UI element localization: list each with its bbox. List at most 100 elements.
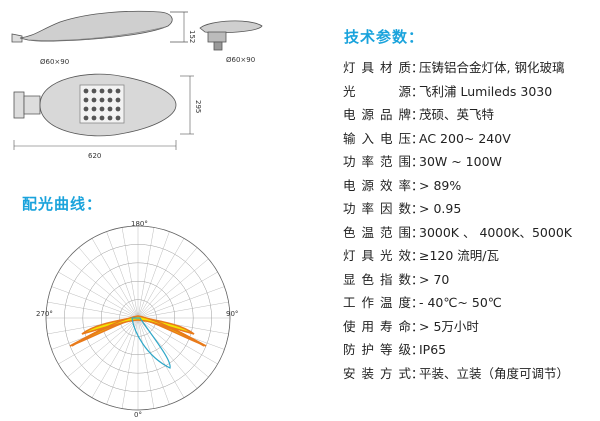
spec-value: 飞利浦 Lumileds 3030 bbox=[419, 83, 553, 99]
spec-label: 功率范围 bbox=[343, 154, 411, 169]
spec-row: 显色指数：> 70 bbox=[343, 268, 595, 292]
distribution-curve-main bbox=[71, 315, 205, 347]
spec-row: 光 源：飞利浦 Lumileds 3030 bbox=[343, 80, 595, 104]
polar-spoke bbox=[137, 317, 170, 405]
polar-spoke bbox=[137, 317, 218, 365]
spec-value: 压铸铝合金灯体, 钢化玻璃 bbox=[419, 60, 565, 75]
polar-spoke bbox=[137, 271, 218, 319]
spec-row: 工作温度：- 40℃~ 50℃ bbox=[343, 291, 595, 315]
lamp-end-view bbox=[199, 20, 263, 51]
distribution-curve-secondary bbox=[131, 317, 171, 369]
spec-colon: ： bbox=[411, 365, 424, 381]
spec-colon: ： bbox=[411, 224, 424, 240]
polar-spoke bbox=[58, 317, 139, 365]
polar-spoke bbox=[78, 317, 139, 389]
angle-label-90: 90° bbox=[226, 310, 238, 318]
spec-label: 功率因数 bbox=[343, 201, 411, 216]
spec-label: 使用寿命 bbox=[343, 318, 411, 334]
spec-value: > 89% bbox=[419, 177, 462, 193]
angle-label-0: 0° bbox=[134, 411, 142, 419]
polar-spoke bbox=[137, 258, 209, 319]
spec-row: 灯具光效：≥120 流明/瓦 bbox=[343, 244, 595, 268]
spec-value: 3000K 、 4000K、5000K bbox=[419, 224, 572, 240]
angle-label-270: 270° bbox=[36, 310, 53, 318]
polar-spoke bbox=[67, 317, 139, 378]
spec-colon: ： bbox=[411, 154, 424, 169]
spec-row: 电源品牌：茂硕、英飞特 bbox=[343, 103, 595, 127]
spec-value: 平装、立装（角度可调节） bbox=[419, 365, 570, 381]
polar-spoke bbox=[106, 231, 139, 319]
light-distribution-title: 配光曲线： bbox=[22, 195, 103, 213]
spec-row: 功率范围：30W ~ 100W bbox=[343, 150, 595, 174]
spec-row: 防护等级：IP65 bbox=[343, 338, 595, 362]
spec-row: 电源效率：> 89% bbox=[343, 174, 595, 198]
spec-value: IP65 bbox=[419, 342, 447, 357]
technical-drawings: 152 Ø60×90 Ø60×90 295 620 bbox=[11, 10, 263, 419]
spec-label: 色温范围 bbox=[343, 224, 411, 240]
spec-value: 茂硕、英飞特 bbox=[419, 107, 495, 122]
polar-spoke bbox=[137, 317, 185, 398]
spec-colon: ： bbox=[411, 271, 424, 287]
spec-value: > 0.95 bbox=[419, 201, 462, 216]
lamp-top-view bbox=[13, 73, 177, 137]
spec-row: 功率因数：> 0.95 bbox=[343, 197, 595, 221]
polar-spoke bbox=[121, 317, 139, 409]
polar-spoke bbox=[137, 231, 170, 319]
polar-spoke bbox=[137, 238, 185, 319]
spec-row: 灯具材质：压铸铝合金灯体, 钢化玻璃 bbox=[343, 56, 595, 80]
spec-label: 光 源 bbox=[343, 83, 411, 99]
polar-spoke bbox=[121, 227, 139, 319]
polar-spoke bbox=[137, 317, 209, 378]
spec-colon: ： bbox=[411, 177, 424, 193]
pipe-dim-right-label: Ø60×90 bbox=[226, 56, 255, 64]
polar-diagram: 180° 0° 270° 90° bbox=[36, 220, 238, 419]
polar-spoke bbox=[137, 227, 155, 319]
dim-top-height-label: 295 bbox=[194, 100, 202, 113]
dim-side-height-label: 152 bbox=[188, 30, 196, 43]
spec-row: 使用寿命：> 5万小时 bbox=[343, 315, 595, 339]
pipe-dim-left-label: Ø60×90 bbox=[40, 58, 69, 66]
polar-spoke bbox=[78, 247, 139, 319]
spec-value: - 40℃~ 50℃ bbox=[419, 295, 502, 310]
led-module-grid bbox=[83, 88, 121, 121]
spec-row: 输入电压：AC 200~ 240V bbox=[343, 127, 595, 151]
spec-title: 技术参数： bbox=[344, 28, 425, 46]
polar-spoke bbox=[58, 271, 139, 319]
polar-spoke bbox=[91, 317, 139, 398]
spec-label: 灯具光效 bbox=[343, 248, 411, 263]
spec-label: 输入电压 bbox=[343, 130, 411, 146]
spec-value: > 5万小时 bbox=[419, 318, 479, 334]
spec-label: 防护等级 bbox=[343, 342, 411, 357]
spec-row: 色温范围：3000K 、 4000K、5000K bbox=[343, 221, 595, 245]
spec-label: 电源品牌 bbox=[343, 107, 411, 122]
spec-colon: ： bbox=[411, 248, 424, 263]
polar-spoke bbox=[67, 258, 139, 319]
lamp-side-view bbox=[11, 10, 188, 43]
polar-spoke bbox=[137, 301, 229, 319]
spec-value: ≥120 流明/瓦 bbox=[419, 248, 500, 263]
polar-spoke bbox=[137, 286, 225, 319]
spec-value: AC 200~ 240V bbox=[419, 130, 511, 146]
polar-spoke bbox=[137, 247, 198, 319]
spec-colon: ： bbox=[411, 60, 424, 75]
spec-label: 电源效率 bbox=[343, 177, 411, 193]
spec-colon: ： bbox=[411, 318, 424, 334]
spec-colon: ： bbox=[411, 130, 424, 146]
spec-colon: ： bbox=[411, 201, 424, 216]
polar-spoke bbox=[51, 286, 139, 319]
spec-label: 安装方式 bbox=[343, 365, 411, 381]
polar-spoke bbox=[91, 238, 139, 319]
polar-spoke bbox=[106, 317, 139, 405]
polar-spoke bbox=[137, 317, 155, 409]
spec-value: 30W ~ 100W bbox=[419, 154, 502, 169]
spec-colon: ： bbox=[411, 295, 424, 310]
spec-value: > 70 bbox=[419, 271, 450, 287]
angle-label-180: 180° bbox=[131, 220, 148, 228]
polar-spoke bbox=[47, 301, 139, 319]
spec-label: 灯具材质 bbox=[343, 60, 411, 75]
spec-label: 显色指数 bbox=[343, 271, 411, 287]
spec-label: 工作温度 bbox=[343, 295, 411, 310]
dim-width-label: 620 bbox=[88, 152, 101, 160]
spec-row: 安装方式：平装、立装（角度可调节） bbox=[343, 362, 595, 386]
